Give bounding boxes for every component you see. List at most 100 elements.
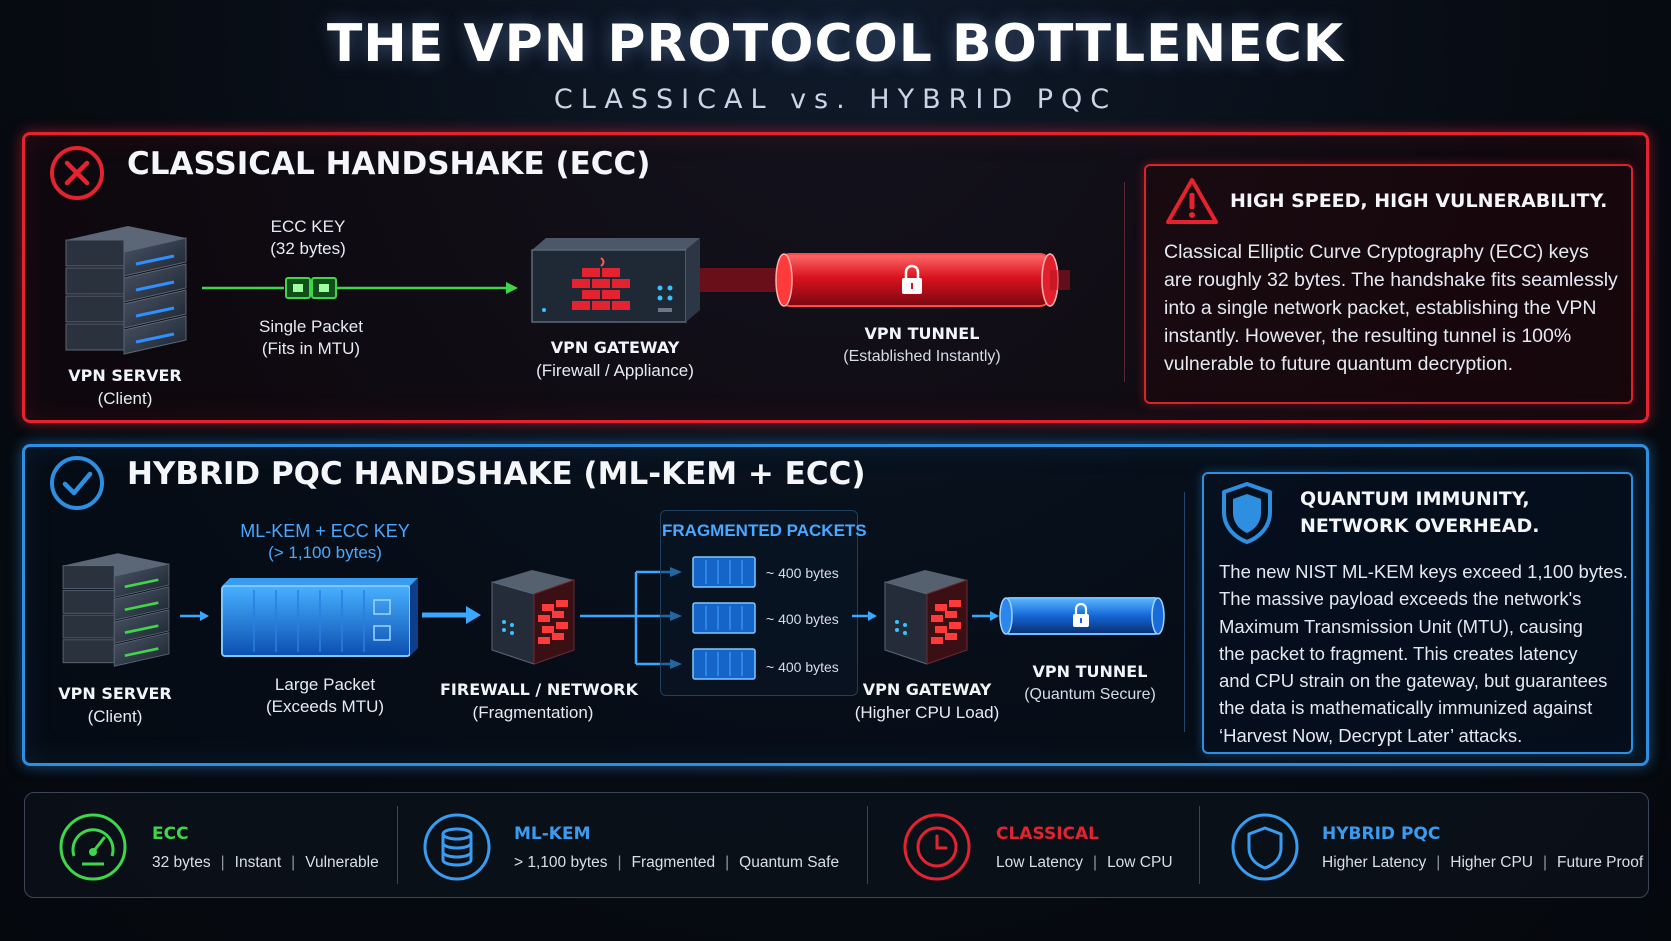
legend-name-ecc: ECC xyxy=(152,824,189,844)
single-packet-title: Single Packet xyxy=(259,317,363,336)
warning-triangle-icon xyxy=(1164,176,1220,226)
ecc-key-sub: (32 bytes) xyxy=(270,239,346,258)
fragment-split-arrows xyxy=(580,560,684,680)
legend-item: Low Latency xyxy=(996,854,1084,871)
fragment-size-label: ~ 400 bytes xyxy=(766,611,839,627)
hybrid-callout-body: The new NIST ML-KEM keys exceed 1,100 by… xyxy=(1219,558,1629,749)
page-subtitle: CLASSICAL vs. HYBRID PQC xyxy=(553,84,1118,115)
legend-name-classical: CLASSICAL xyxy=(996,824,1099,844)
hybrid-server-title: VPN SERVER xyxy=(58,684,172,703)
hybrid-callout-line: ‘Harvest Now, Decrypt Later’ attacks. xyxy=(1219,724,1523,746)
server-icon xyxy=(58,218,194,358)
classical-callout-line: into a single network packet, establishi… xyxy=(1164,297,1597,319)
hybrid-tunnel-sub: (Quantum Secure) xyxy=(1024,686,1156,703)
ecc-key-title: ECC KEY xyxy=(270,217,346,236)
arrow-right-icon xyxy=(852,608,878,622)
fragment-size-label: ~ 400 bytes xyxy=(766,565,839,581)
thick-arrow-right-icon xyxy=(422,604,482,626)
server-icon xyxy=(56,544,176,672)
gateway-cube-icon xyxy=(880,568,972,666)
hybrid-callout-heading: QUANTUM IMMUNITY, NETWORK OVERHEAD. xyxy=(1300,486,1539,540)
legend-item: Quantum Safe xyxy=(739,854,840,871)
legend-info-classical: Low Latency|Low CPU xyxy=(996,854,1173,871)
classical-gateway-sub: (Firewall / Appliance) xyxy=(536,361,694,380)
classical-tunnel-title: VPN TUNNEL xyxy=(864,324,980,343)
hybrid-callout-heading-line: QUANTUM IMMUNITY, xyxy=(1300,488,1530,510)
legend-divider xyxy=(1199,806,1200,884)
fragment-size-label: ~ 400 bytes xyxy=(766,659,839,675)
classical-callout-line: vulnerable to future quantum decryption. xyxy=(1164,353,1514,375)
hybrid-callout-line: The massive payload exceeds the network'… xyxy=(1219,588,1582,610)
fragment-packet-icon xyxy=(692,602,756,634)
fragment-packet-icon xyxy=(692,556,756,588)
classical-section-title: CLASSICAL HANDSHAKE (ECC) xyxy=(127,146,651,182)
legend-name-hybrid: HYBRID PQC xyxy=(1322,824,1441,844)
legend-item: Higher Latency xyxy=(1322,854,1427,871)
legend-item: Higher CPU xyxy=(1450,854,1533,871)
hybrid-tunnel-title: VPN TUNNEL xyxy=(1032,662,1148,681)
speedometer-icon xyxy=(58,812,128,882)
classical-tunnel-sub: (Established Instantly) xyxy=(843,348,1001,365)
shield-icon xyxy=(1218,480,1276,546)
arrow-right-icon xyxy=(972,608,1000,622)
hybrid-tunnel-icon xyxy=(998,594,1166,638)
legend-info-ecc: 32 bytes|Instant|Vulnerable xyxy=(152,854,379,871)
hybrid-server-sub: (Client) xyxy=(87,707,143,726)
legend-info-hybrid: Higher Latency|Higher CPU|Future Proof xyxy=(1322,854,1644,871)
legend-info-mlkem: > 1,100 bytes|Fragmented|Quantum Safe xyxy=(514,854,840,871)
hybrid-gateway-sub: (Higher CPU Load) xyxy=(854,703,1000,722)
firewall-icon xyxy=(488,568,578,666)
legend-divider xyxy=(867,806,868,884)
legend-item: Vulnerable xyxy=(305,854,379,871)
classical-server-title: VPN SERVER xyxy=(68,366,182,385)
classical-callout-line: Classical Elliptic Curve Cryptography (E… xyxy=(1164,241,1589,263)
legend-item: Low CPU xyxy=(1107,854,1173,871)
mlkem-key-sub: (> 1,100 bytes) xyxy=(268,543,382,562)
single-packet-sub: (Fits in MTU) xyxy=(261,339,361,358)
classical-gateway-title: VPN GATEWAY xyxy=(550,338,680,357)
legend-item: Instant xyxy=(234,854,282,871)
ecc-packet-arrow xyxy=(200,276,520,300)
hybrid-section-title: HYBRID PQC HANDSHAKE (ML-KEM + ECC) xyxy=(127,456,866,492)
legend-item: 32 bytes xyxy=(152,854,211,871)
hybrid-callout xyxy=(1202,472,1633,754)
check-circle-icon xyxy=(48,454,106,512)
hybrid-callout-line: The new NIST ML-KEM keys exceed 1,100 by… xyxy=(1219,561,1628,582)
arrow-right-icon xyxy=(180,608,210,622)
legend-panel xyxy=(24,792,1649,898)
hybrid-gateway-title: VPN GATEWAY xyxy=(862,680,992,699)
gateway-appliance-icon xyxy=(526,236,704,328)
fragmented-packets-title: FRAGMENTED PACKETS xyxy=(662,521,867,540)
classical-divider xyxy=(1124,182,1125,382)
hybrid-callout-line: and CPU strain on the gateway, but guara… xyxy=(1219,670,1608,692)
legend-item: > 1,100 bytes xyxy=(514,854,608,871)
legend-item: Future Proof xyxy=(1557,854,1644,871)
hybrid-callout-heading-line: NETWORK OVERHEAD. xyxy=(1300,515,1540,537)
x-circle-icon xyxy=(48,144,106,202)
classical-callout xyxy=(1144,164,1633,404)
classical-callout-line: instantly. However, the resulting tunnel… xyxy=(1164,325,1572,347)
legend-name-mlkem: ML-KEM xyxy=(514,824,591,844)
classical-callout-line: are roughly 32 bytes. The handshake fits… xyxy=(1164,269,1618,291)
clock-icon xyxy=(902,812,972,882)
database-icon xyxy=(422,812,492,882)
mlkem-key-title: ML-KEM + ECC KEY xyxy=(240,521,410,541)
large-packet-icon xyxy=(214,576,420,660)
shield-icon xyxy=(1230,812,1300,882)
classical-server-sub: (Client) xyxy=(97,389,153,408)
hybrid-divider xyxy=(1184,492,1185,732)
large-packet-title: Large Packet xyxy=(274,675,376,694)
legend-divider xyxy=(397,806,398,884)
firewall-sub: (Fragmentation) xyxy=(472,703,594,722)
classical-callout-body: Classical Elliptic Curve Cryptography (E… xyxy=(1164,238,1624,378)
page-title: THE VPN PROTOCOL BOTTLENECK xyxy=(326,14,1345,74)
classical-tunnel-icon xyxy=(700,248,1072,312)
hybrid-callout-line: the packet to fragment. This creates lat… xyxy=(1219,642,1578,664)
classical-callout-heading: HIGH SPEED, HIGH VULNERABILITY. xyxy=(1230,190,1608,212)
large-packet-sub: (Exceeds MTU) xyxy=(265,697,385,716)
legend-item: Fragmented xyxy=(631,854,716,871)
hybrid-callout-line: the data is mathematically immunized aga… xyxy=(1219,697,1593,719)
fragment-packet-icon xyxy=(692,648,756,680)
hybrid-callout-line: Maximum Transmission Unit (MTU), causing xyxy=(1219,615,1583,637)
firewall-title: FIREWALL / NETWORK xyxy=(440,680,639,699)
